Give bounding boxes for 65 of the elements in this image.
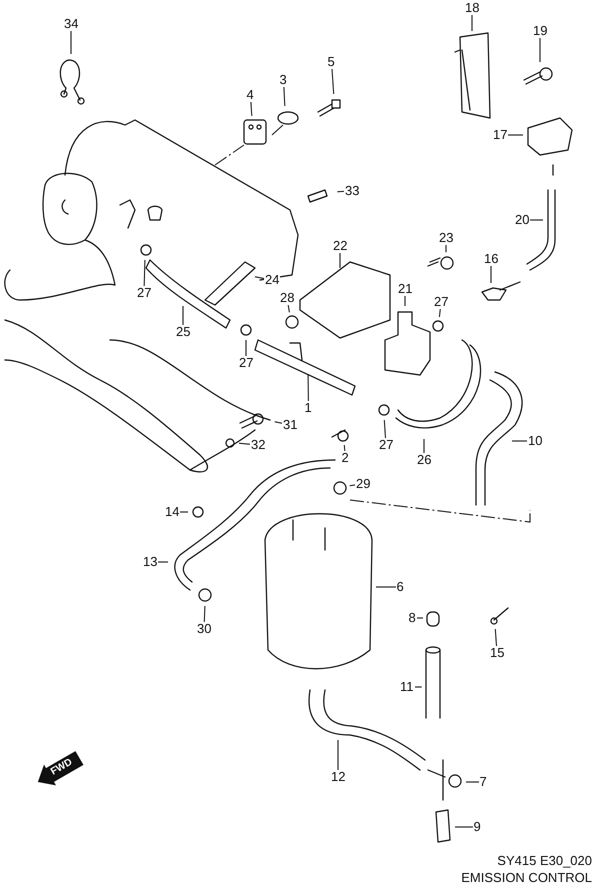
leader-line	[254, 276, 264, 279]
callout-number: 19	[532, 24, 548, 38]
leader-line	[144, 260, 146, 286]
callout-number: 30	[196, 622, 212, 636]
callout-number: 4	[246, 88, 255, 102]
diagram-title: EMISSION CONTROL	[461, 870, 592, 885]
leader-line	[414, 686, 422, 688]
callout-number: 15	[489, 646, 506, 660]
callout-number: 31	[282, 418, 298, 432]
callout-number: 5	[326, 55, 336, 69]
callout-number: 18	[464, 1, 480, 15]
callout-number: 26	[416, 453, 432, 467]
callout-number: 27	[378, 438, 394, 452]
callout-number: 7	[478, 775, 488, 789]
leader-line	[404, 296, 406, 306]
callout-number: 32	[250, 438, 266, 452]
callout-number: 20	[514, 213, 530, 227]
leader-line	[182, 306, 184, 326]
callout-number: 25	[175, 325, 192, 339]
callout-number: 6	[396, 580, 405, 594]
callout-number: 29	[355, 477, 372, 491]
callout-number: 27	[136, 286, 152, 300]
leader-line	[336, 190, 344, 192]
callout-number: 16	[483, 252, 500, 266]
leader-line	[274, 421, 282, 424]
leader-line	[508, 134, 524, 136]
callout-number: 10	[527, 434, 544, 448]
callout-number: 23	[438, 231, 454, 245]
leader-line	[250, 102, 252, 116]
callout-number: 3	[278, 73, 288, 87]
leader-line	[454, 826, 474, 828]
leader-line	[344, 444, 346, 452]
callout-number: 17	[492, 128, 508, 142]
leader-line	[438, 308, 441, 318]
callout-number: 24	[264, 273, 280, 287]
direction-label: FWD	[49, 756, 74, 778]
callout-number: 9	[472, 820, 482, 834]
callout-number: 28	[279, 291, 296, 305]
leader-line	[288, 304, 290, 313]
drawing-code: SY415 E30_020	[497, 853, 592, 868]
callout-number: 1	[304, 401, 313, 415]
callout-number: 13	[142, 555, 158, 569]
callout-number: 11	[399, 680, 414, 694]
callout-number: 2	[340, 451, 350, 465]
leader-line	[238, 442, 250, 445]
leader-line	[512, 440, 528, 442]
leader-line	[494, 628, 497, 646]
leader-line	[490, 266, 492, 284]
leader-line	[283, 86, 286, 106]
callout-number: 34	[63, 17, 80, 31]
leader-line	[349, 484, 356, 486]
callout-number: 8	[408, 611, 417, 625]
leader-line	[204, 606, 206, 622]
callout-number: 14	[164, 505, 180, 519]
callout-number: 22	[332, 239, 348, 253]
callout-number: 27	[433, 295, 450, 309]
leader-line	[376, 586, 396, 588]
leader-line	[308, 374, 309, 402]
callout-number: 27	[238, 356, 254, 370]
callout-number: 12	[330, 770, 346, 784]
leader-line	[70, 30, 72, 54]
leader-line	[384, 420, 386, 438]
callout-number: 33	[344, 184, 360, 198]
callout-number: 21	[397, 282, 414, 296]
leader-line	[332, 68, 334, 94]
